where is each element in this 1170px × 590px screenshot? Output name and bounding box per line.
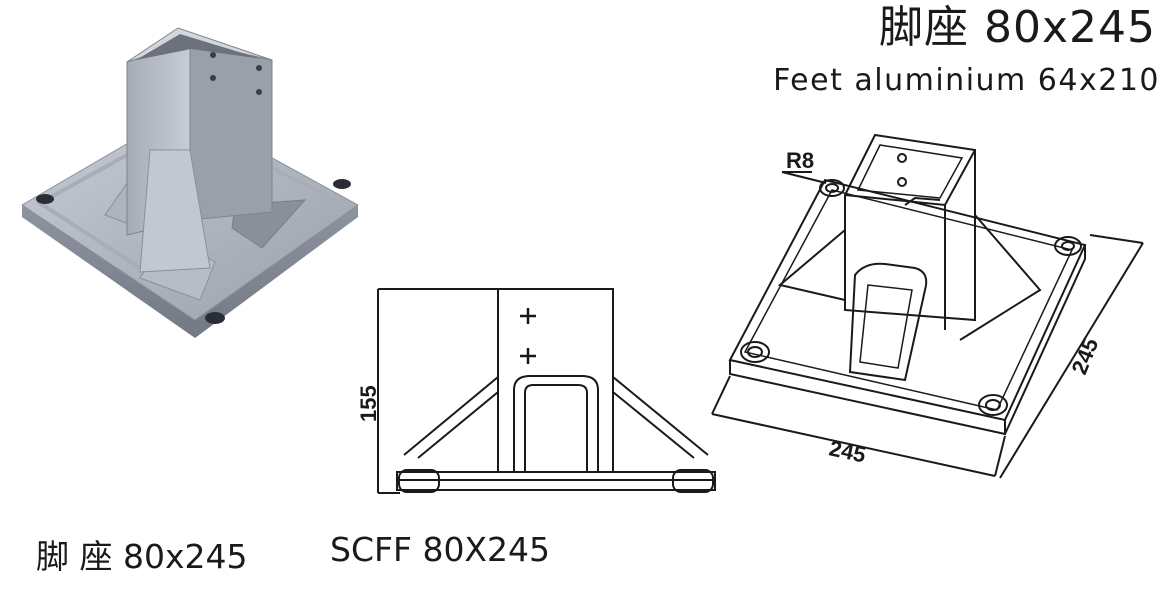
iso-tube — [844, 133, 976, 322]
product-title-cn: 脚座 80x245 — [879, 2, 1156, 53]
product-title-en: Feet aluminium 64x210 — [773, 63, 1160, 98]
iso-hole — [819, 179, 845, 197]
front-height-label: 155 — [356, 385, 381, 422]
bolt-hole — [210, 52, 216, 58]
caption-name-cn: 脚 座 80x245 — [36, 537, 248, 576]
iso-view-drawing — [711, 133, 1144, 479]
iso-hole — [740, 341, 770, 363]
iso-hole — [978, 394, 1008, 416]
mount-hole — [205, 312, 225, 324]
hole-marker — [520, 308, 536, 324]
iso-base-plate — [728, 178, 1087, 422]
mount-hole — [36, 194, 54, 204]
bolt-hole — [256, 89, 262, 95]
iso-hole — [1054, 236, 1082, 256]
iso-dim-width — [711, 413, 996, 477]
rib-right — [612, 374, 709, 459]
caption-product-code: SCFF 80X245 — [330, 530, 551, 569]
bolt-hole — [256, 65, 262, 71]
hole-marker — [520, 348, 536, 364]
tube-slot — [513, 375, 599, 472]
iso-width-label: 245 — [827, 435, 868, 467]
product-photo — [21, 27, 359, 338]
front-view-drawing — [377, 288, 716, 494]
iso-dim-depth — [999, 242, 1144, 479]
iso-radius-label: R8 — [786, 148, 814, 173]
mount-hole — [333, 179, 351, 189]
bolt-hole — [210, 75, 216, 81]
iso-depth-label: 245 — [1066, 334, 1103, 377]
rib-left — [403, 374, 499, 459]
radius-leader — [781, 171, 827, 184]
